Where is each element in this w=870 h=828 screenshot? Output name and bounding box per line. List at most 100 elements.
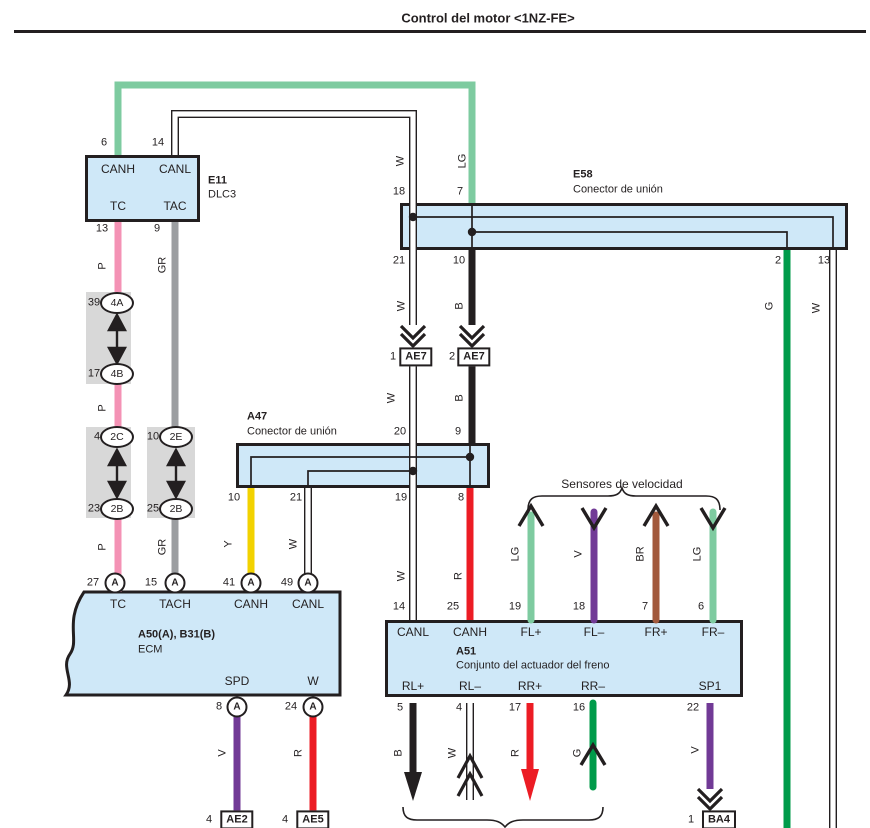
ecm-tc: TC	[110, 597, 126, 611]
wirecode-g-rr: G	[571, 748, 584, 758]
ecm-pin41: 41	[222, 576, 236, 589]
connector-4a: 4A	[100, 292, 134, 314]
tag-ba4: BA4	[701, 810, 737, 828]
wirecode-r-rr: R	[509, 749, 522, 757]
e11-tac: TAC	[163, 199, 187, 213]
tag-ae2: AE2	[220, 810, 254, 828]
a51-pin19: 19	[508, 600, 522, 613]
a51-pin25: 25	[446, 600, 460, 613]
ecm-pin27: 27	[86, 576, 100, 589]
ecm-label: A50(A), B31(B)	[138, 628, 216, 641]
ecm-tach: TACH	[159, 597, 191, 611]
a47-pin8: 8	[457, 491, 465, 504]
a51-flminus: FL–	[583, 625, 605, 639]
wirecode-w-rl: W	[446, 747, 459, 759]
tag-ae7-right: AE7	[457, 347, 491, 367]
ecm-sublabel: ECM	[138, 643, 163, 656]
a51-actuator-box	[385, 620, 743, 697]
wirecode-br-fr: BR	[634, 546, 647, 562]
wirecode-r-w: R	[292, 749, 305, 757]
junction-dots	[408, 212, 477, 476]
wirecode-v-spd: V	[216, 749, 229, 757]
wirecode-p3: P	[96, 543, 109, 551]
e58-pin10: 10	[452, 254, 466, 267]
wirecode-gr2: GR	[156, 538, 169, 556]
wirecode-p1: P	[96, 262, 109, 270]
wirecode-w-canl: W	[395, 570, 408, 582]
ecm-canh: CANH	[233, 597, 269, 611]
wirecode-b-ae7: B	[453, 394, 466, 402]
ae7-chevrons	[399, 324, 486, 349]
wirecode-w-e58: W	[395, 300, 408, 312]
pass-n39: 39	[87, 296, 101, 309]
wirecode-lg-fr: LG	[691, 546, 704, 562]
wirecode-lg-top: LG	[456, 153, 469, 169]
ecm-spd: SPD	[224, 674, 250, 688]
a51-pin14: 14	[392, 600, 406, 613]
e11-pin13: 13	[95, 222, 109, 235]
a51-flplus: FL+	[520, 625, 542, 639]
wirecode-lg-fl: LG	[509, 546, 522, 562]
connector-2c: 2C	[100, 426, 134, 448]
tag-ae7-left: AE7	[399, 347, 433, 367]
e11-label: E11	[208, 174, 227, 187]
a51-pin18: 18	[572, 600, 586, 613]
e58-pin7: 7	[456, 185, 464, 198]
a51-pin5: 5	[396, 701, 404, 714]
connector-2e: 2E	[159, 426, 193, 448]
wire-lg-canh-loop	[114, 81, 476, 203]
a51-rlminus: RL–	[458, 679, 482, 693]
tag-ba4-num: 1	[687, 813, 695, 826]
a47-sublabel: Conector de unión	[247, 425, 337, 438]
a47-label: A47	[247, 410, 268, 423]
wirecode-p2: P	[96, 404, 109, 412]
ecm-pin8: 8	[215, 700, 223, 713]
connector-2b-left: 2B	[100, 498, 134, 520]
arrow-r-down	[521, 769, 539, 801]
connector-2b-right: 2B	[159, 498, 193, 520]
e58-pin18: 18	[392, 185, 406, 198]
ecm-pin41-conn: A	[240, 572, 262, 594]
a51-pin4: 4	[455, 701, 463, 714]
ecm-pin49-conn: A	[297, 572, 319, 594]
page-title: Control del motor <1NZ-FE>	[401, 10, 575, 26]
a51-pin17: 17	[508, 701, 522, 714]
ecm-pin24: 24	[284, 700, 298, 713]
a51-canh: CANH	[452, 625, 488, 639]
a51-rlplus: RL+	[401, 679, 425, 693]
chevron-g-up	[579, 741, 607, 766]
a51-pin7: 7	[641, 600, 649, 613]
wirecode-w-right: W	[810, 302, 823, 314]
a47-pin19: 19	[394, 491, 408, 504]
a51-rrminus: RR–	[580, 679, 606, 693]
ecm-box-shape	[63, 590, 342, 697]
a47-pin10: 10	[227, 491, 241, 504]
pass-n4: 4	[93, 430, 101, 443]
e58-pin13: 13	[817, 254, 831, 267]
bottom-brace	[402, 806, 604, 828]
ecm-pin8-conn: A	[226, 696, 248, 718]
a47-pin20: 20	[393, 425, 407, 438]
tag-ae7-left-num: 1	[389, 350, 397, 363]
e58-label: E58	[573, 168, 593, 181]
a47-pin9: 9	[454, 425, 462, 438]
e11-pin9: 9	[153, 222, 161, 235]
a51-canl: CANL	[396, 625, 430, 639]
wirecode-r-canh: R	[452, 572, 465, 580]
a47-junction-box	[236, 443, 490, 488]
chevrons-w-up	[456, 752, 484, 797]
sensor-chevrons	[517, 502, 727, 532]
e58-pin2: 2	[774, 254, 782, 267]
ecm-box	[63, 590, 342, 697]
ecm-canl: CANL	[291, 597, 325, 611]
sensors-caption: Sensores de velocidad	[561, 477, 683, 491]
a51-pin6: 6	[697, 600, 705, 613]
e58-sublabel: Conector de unión	[573, 183, 663, 196]
e11-dlc3-box	[85, 155, 200, 222]
wirecode-gr1: GR	[156, 256, 169, 274]
white-wires	[171, 110, 837, 828]
title-rule	[14, 30, 866, 33]
a51-pin16: 16	[572, 701, 586, 714]
ecm-pin15: 15	[144, 576, 158, 589]
chevrons-v-down	[696, 787, 724, 812]
